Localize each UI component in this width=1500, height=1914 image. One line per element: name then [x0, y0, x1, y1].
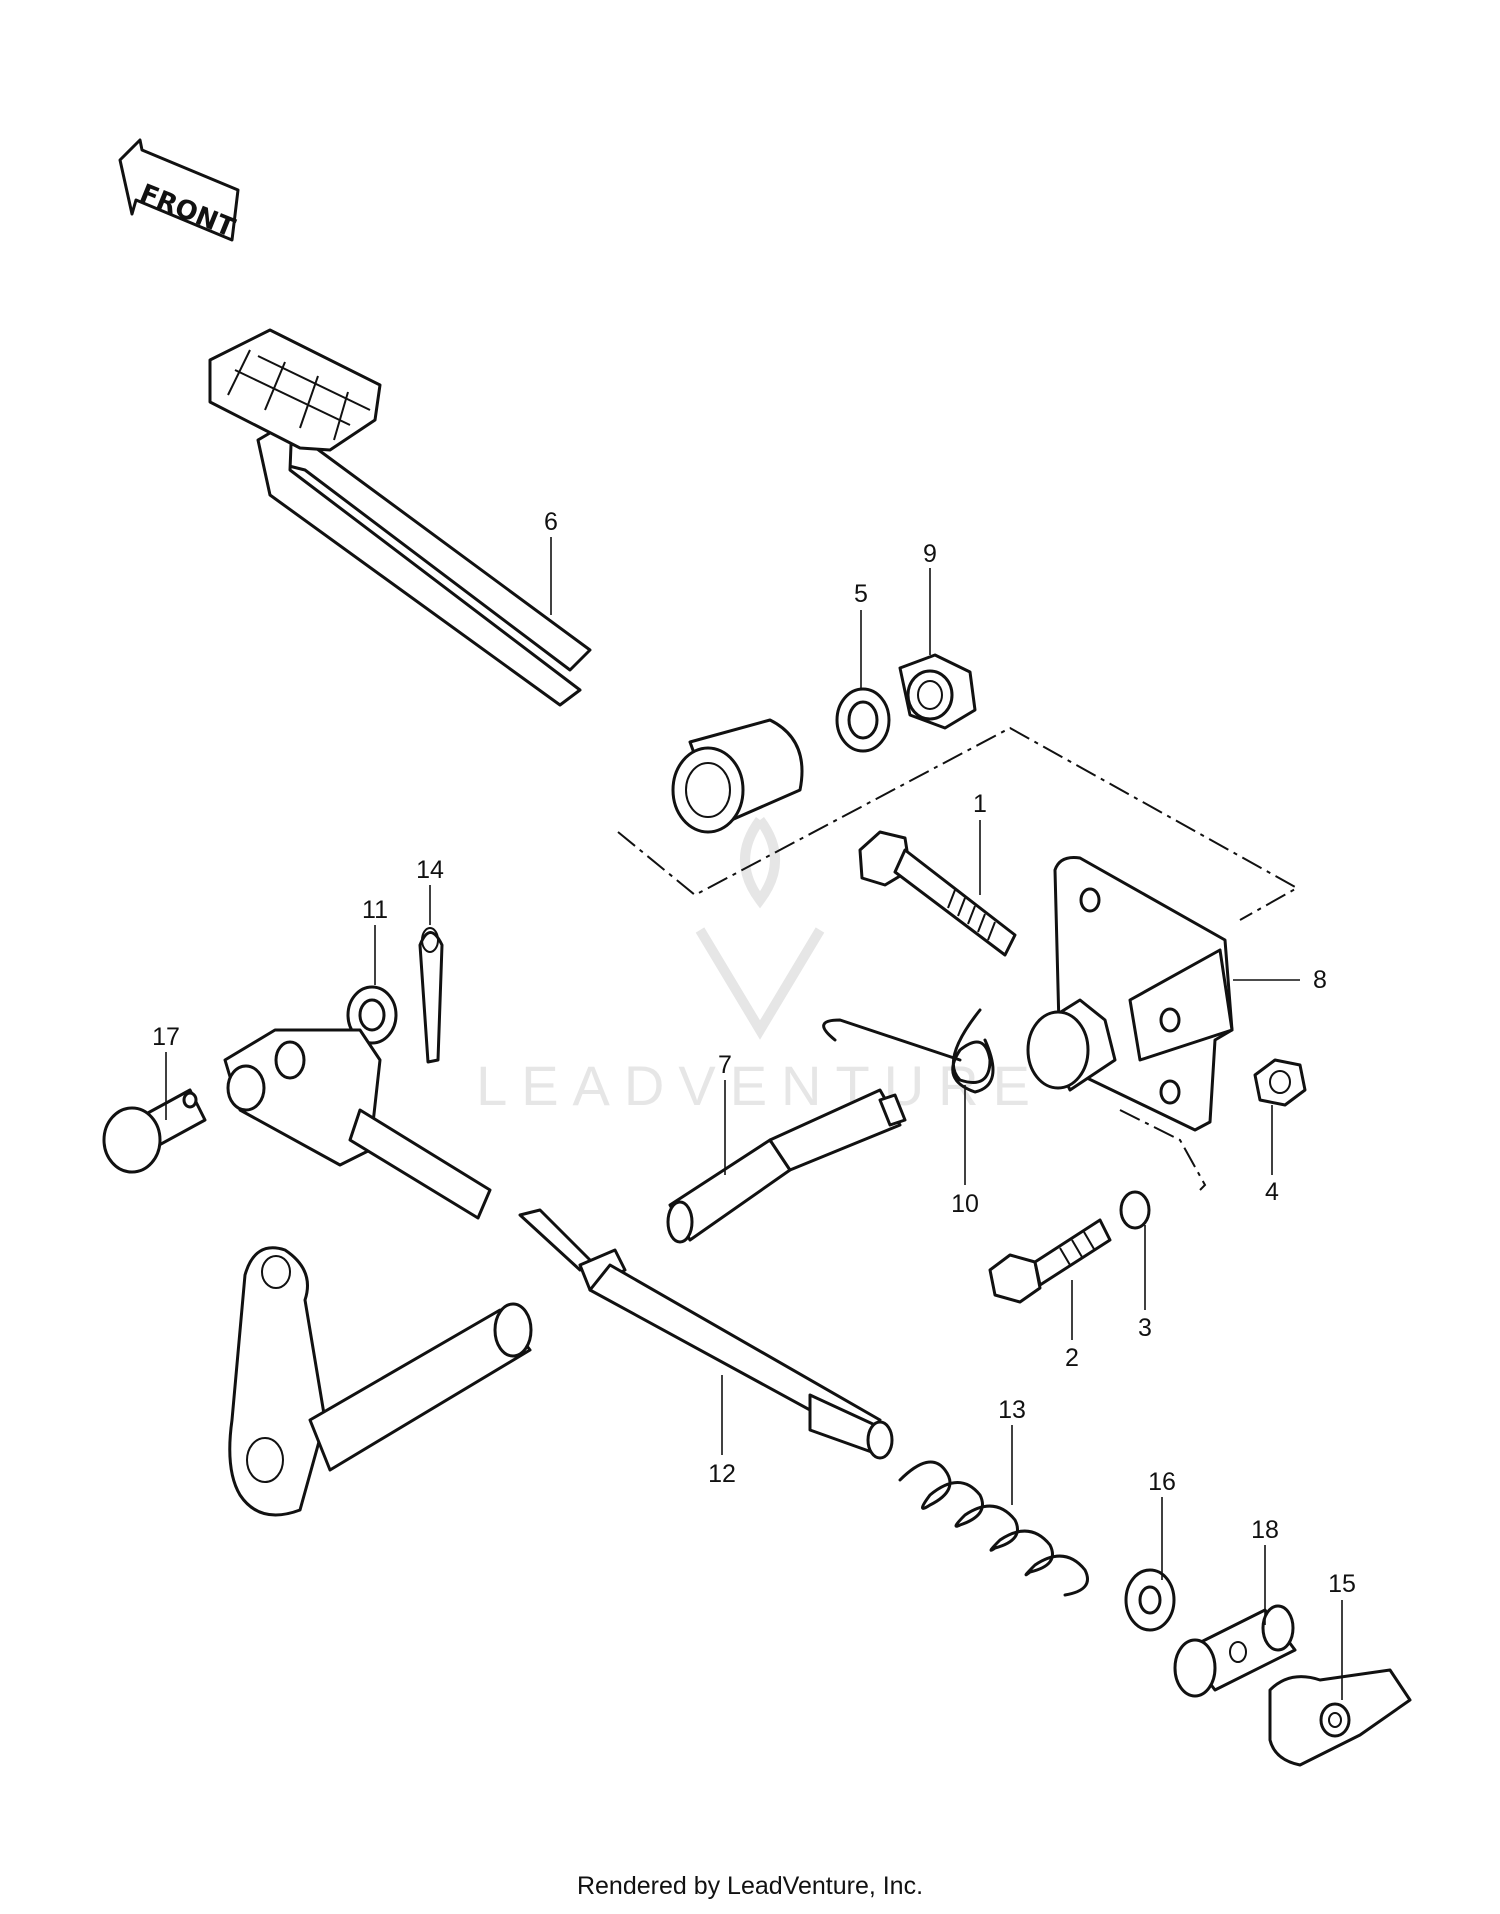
assembly-line-pedal [617, 726, 1300, 921]
part-16-washer [1124, 1568, 1176, 1632]
brake-lever-arm [228, 1246, 533, 1517]
callout-8: 8 [1313, 966, 1327, 994]
callout-11: 11 [362, 896, 388, 924]
callout-4: 4 [1265, 1178, 1279, 1206]
callout-10: 10 [951, 1190, 979, 1218]
part-15-wing-nut [1268, 1668, 1412, 1767]
part-1-bolt [858, 830, 1017, 957]
part-2-bolt [988, 1218, 1112, 1304]
callout-13: 13 [998, 1396, 1026, 1424]
part-14-cotter-pin [418, 927, 444, 1064]
footer-credit: Rendered by LeadVenture, Inc. [576, 1872, 924, 1900]
part-4-nut [1253, 1058, 1307, 1107]
callout-2: 2 [1065, 1344, 1079, 1372]
part-10-torsion-spring [822, 1008, 995, 1094]
callout-1: 1 [973, 790, 987, 818]
callout-9: 9 [923, 540, 937, 568]
callout-14: 14 [416, 856, 444, 884]
front-direction-arrow: FRONT [118, 138, 240, 244]
part-13-spring [898, 1460, 1089, 1597]
part-3-lock-washer [1119, 1190, 1151, 1230]
callout-6: 6 [544, 508, 558, 536]
callout-18: 18 [1251, 1516, 1279, 1544]
svg-text:LEADVENTURE: LEADVENTURE [476, 1054, 1044, 1117]
callout-3: 3 [1138, 1314, 1152, 1342]
part-12-brake-rod [518, 1208, 894, 1460]
part-8-bracket [1026, 856, 1234, 1132]
part-7-shaft [666, 1088, 907, 1244]
callout-16: 16 [1148, 1468, 1176, 1496]
leadventure-watermark: LEADVENTURE [476, 817, 1044, 1117]
clevis-rod-end [223, 1028, 492, 1220]
callout-17: 17 [152, 1023, 180, 1051]
callout-5: 5 [854, 580, 868, 608]
assembly-line-bolt [1119, 1109, 1207, 1191]
callout-labels: 1 2 3 4 5 6 7 8 9 10 11 12 13 14 15 16 1… [152, 508, 1356, 1598]
callout-7: 7 [718, 1051, 732, 1079]
part-9-nut [898, 653, 977, 730]
callout-15: 15 [1328, 1570, 1356, 1598]
part-18-trunnion [1173, 1604, 1297, 1698]
part-17-clevis-pin [102, 1088, 207, 1174]
leader-lines [165, 537, 1343, 1700]
part-6-brake-pedal [208, 328, 804, 834]
callout-12: 12 [708, 1460, 736, 1488]
part-5-washer [835, 687, 891, 753]
